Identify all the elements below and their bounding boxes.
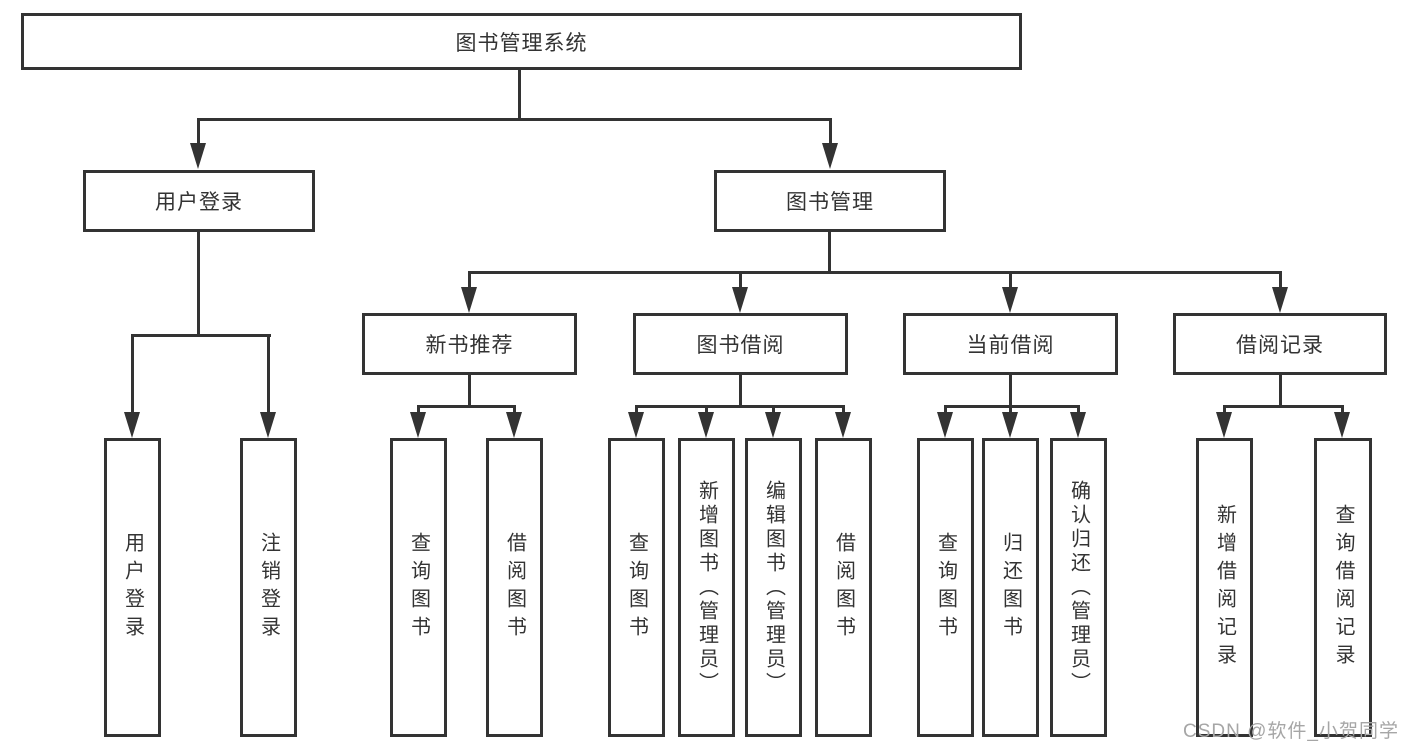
leaf-label: 查询图书	[407, 531, 430, 644]
connector-line	[1223, 405, 1344, 408]
connector-line	[1223, 405, 1226, 415]
connector-line	[513, 405, 516, 415]
connector-line	[197, 232, 200, 337]
node-label: 当前借阅	[966, 334, 1055, 357]
leaf-logout: 注销登录	[240, 438, 297, 737]
connector-line	[739, 375, 742, 408]
arrow-down-icon	[765, 412, 781, 438]
connector-line	[739, 271, 742, 291]
connector-line	[944, 405, 1080, 408]
connector-line	[1341, 405, 1344, 415]
connector-line	[829, 118, 832, 146]
arrow-down-icon	[732, 287, 748, 313]
leaf-label: 用户登录	[121, 531, 144, 644]
connector-line	[267, 334, 270, 414]
node-book-management: 图书管理	[714, 170, 946, 232]
arrow-down-icon	[1070, 412, 1086, 438]
connector-line	[705, 405, 708, 415]
leaf-label: 归还图书	[999, 531, 1022, 644]
leaf-current-confirm-return-admin: 确认归还（管理员）	[1050, 438, 1107, 737]
node-label: 图书借阅	[696, 334, 785, 357]
arrow-down-icon	[190, 143, 206, 169]
connector-line	[635, 405, 845, 408]
leaf-label: 借阅图书	[832, 531, 855, 644]
node-label: 图书管理	[786, 191, 874, 214]
connector-line	[131, 334, 134, 414]
arrow-down-icon	[1002, 412, 1018, 438]
node-borrowing-records: 借阅记录	[1173, 313, 1387, 375]
connector-line	[468, 375, 471, 408]
connector-line	[417, 405, 516, 408]
node-label: 图书管理系统	[455, 31, 588, 55]
node-label: 借阅记录	[1236, 334, 1324, 357]
arrow-down-icon	[628, 412, 644, 438]
leaf-borrowing-query-books: 查询图书	[608, 438, 665, 737]
arrow-down-icon	[1002, 287, 1018, 313]
connector-line	[1009, 405, 1012, 415]
connector-line	[417, 405, 420, 415]
arrow-down-icon	[410, 412, 426, 438]
leaf-label: 注销登录	[257, 531, 280, 644]
connector-line	[1009, 375, 1012, 408]
node-current-borrowing: 当前借阅	[903, 313, 1118, 375]
connector-line	[635, 405, 638, 415]
connector-line	[131, 334, 271, 337]
arrow-down-icon	[1216, 412, 1232, 438]
arrow-down-icon	[698, 412, 714, 438]
connector-line	[1279, 271, 1282, 291]
arrow-down-icon	[1334, 412, 1350, 438]
leaf-label: 新增借阅记录	[1213, 503, 1236, 672]
leaf-label: 新增图书（管理员）	[695, 479, 718, 696]
arrow-down-icon	[835, 412, 851, 438]
node-library-management-system: 图书管理系统	[21, 13, 1022, 70]
leaf-records-query-record: 查询借阅记录	[1314, 438, 1372, 737]
arrow-down-icon	[124, 412, 140, 438]
connector-line	[1279, 375, 1282, 408]
leaf-label: 编辑图书（管理员）	[762, 479, 785, 696]
node-label: 新书推荐	[425, 334, 514, 357]
connector-line	[468, 271, 471, 291]
arrow-down-icon	[260, 412, 276, 438]
leaf-label: 确认归还（管理员）	[1067, 479, 1090, 696]
leaf-user-login: 用户登录	[104, 438, 161, 737]
connector-line	[842, 405, 845, 415]
connector-line	[468, 271, 1282, 274]
node-label: 用户登录	[155, 191, 243, 214]
node-user-login: 用户登录	[83, 170, 315, 232]
connector-line	[197, 118, 832, 121]
leaf-borrowing-add-books-admin: 新增图书（管理员）	[678, 438, 735, 737]
arrow-down-icon	[1272, 287, 1288, 313]
connector-line	[197, 118, 200, 146]
leaf-label: 查询图书	[625, 531, 648, 644]
node-new-book-recommendation: 新书推荐	[362, 313, 577, 375]
arrow-down-icon	[461, 287, 477, 313]
connector-line	[518, 70, 521, 118]
connector-line	[1077, 405, 1080, 415]
csdn-watermark: CSDN @软件_小贺同学	[1183, 721, 1399, 742]
leaf-borrowing-edit-books-admin: 编辑图书（管理员）	[745, 438, 802, 737]
node-book-borrowing: 图书借阅	[633, 313, 848, 375]
leaf-records-add-record: 新增借阅记录	[1196, 438, 1253, 737]
leaf-current-return-books: 归还图书	[982, 438, 1039, 737]
arrow-down-icon	[937, 412, 953, 438]
arrow-down-icon	[822, 143, 838, 169]
leaf-recommend-query-books: 查询图书	[390, 438, 447, 737]
leaf-current-query-books: 查询图书	[917, 438, 974, 737]
leaf-recommend-borrow-books: 借阅图书	[486, 438, 543, 737]
leaf-label: 借阅图书	[503, 531, 526, 644]
arrow-down-icon	[506, 412, 522, 438]
connector-line	[1009, 271, 1012, 291]
leaf-borrowing-borrow-books: 借阅图书	[815, 438, 872, 737]
leaf-label: 查询图书	[934, 531, 957, 644]
connector-line	[944, 405, 947, 415]
connector-line	[772, 405, 775, 415]
connector-line	[828, 232, 831, 274]
leaf-label: 查询借阅记录	[1332, 503, 1354, 672]
